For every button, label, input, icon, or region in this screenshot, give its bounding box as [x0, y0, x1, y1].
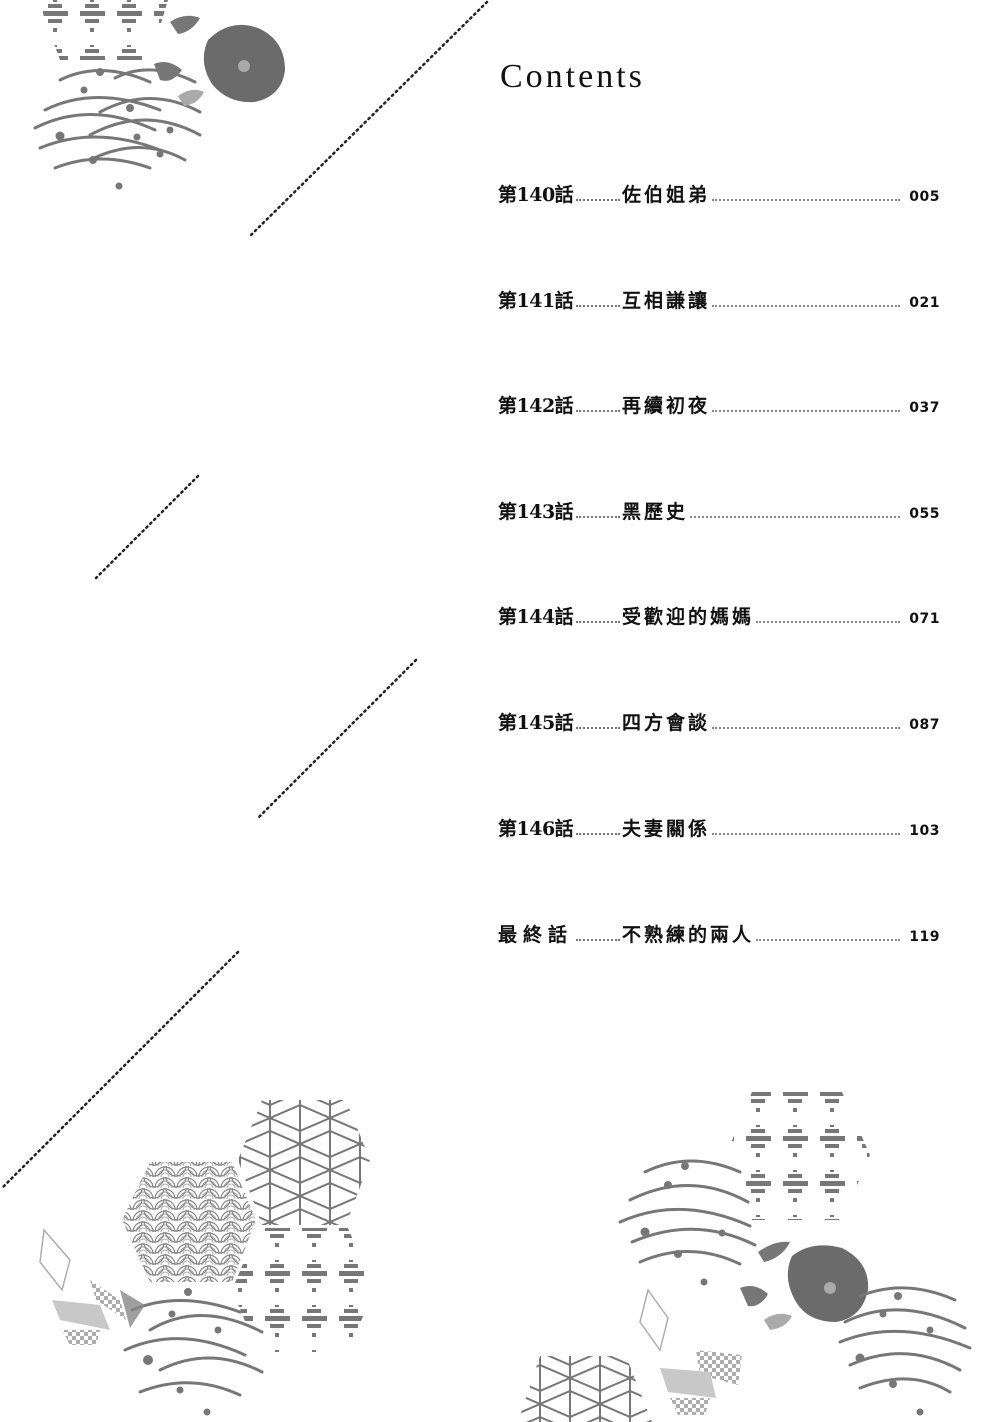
chapter-title: 再續初夜	[622, 395, 711, 417]
toc-entry: 第140話 佐伯姐弟 005	[498, 180, 940, 210]
chapter-number: 第145話	[498, 712, 574, 734]
dot-leader	[712, 726, 900, 729]
chapter-title: 不熟練的兩人	[622, 924, 755, 946]
dot-leader	[576, 515, 620, 518]
dot-leader	[576, 938, 620, 941]
striped-diamond-hexagon-icon	[38, 0, 168, 60]
dot-leader	[576, 620, 620, 623]
toc-entry: 第146話 夫妻關係 103	[498, 814, 940, 844]
dot-leader	[576, 832, 620, 835]
toc-entry: 最終話 不熟練的兩人 119	[498, 920, 940, 950]
seigaiha-wave-icon	[33, 68, 202, 170]
chapter-number: 第146話	[498, 818, 574, 840]
dot-leader	[576, 304, 620, 307]
patchwork-diamond-icon	[39, 1228, 145, 1345]
toc-entry: 第143話 黑歷史 055	[498, 497, 940, 527]
toc-entry: 第141話 互相謙讓 021	[498, 286, 940, 316]
dot-leader	[576, 726, 620, 729]
chapter-title: 受歡迎的媽媽	[622, 606, 755, 628]
chapter-number: 第143話	[498, 501, 574, 523]
page-number: 119	[909, 929, 940, 945]
dot-leader	[576, 409, 620, 412]
chapter-title: 夫妻關係	[622, 818, 711, 840]
dot-leader	[576, 198, 620, 201]
striped-diamond-hexagon-icon	[726, 1092, 870, 1220]
chapter-title: 黑歷史	[622, 501, 689, 523]
toc-entry: 第142話 再續初夜 037	[498, 391, 940, 421]
dot-leader	[712, 198, 900, 201]
chapter-title: 互相謙讓	[622, 290, 711, 312]
chapter-number: 第142話	[498, 395, 574, 417]
dot-leader	[756, 938, 900, 941]
chapter-number: 第141話	[498, 290, 574, 312]
dot-leader	[690, 515, 900, 518]
chapter-number: 最終話	[498, 924, 574, 946]
page-number: 071	[909, 611, 940, 627]
page-number: 021	[909, 295, 940, 311]
page-number: 087	[909, 717, 940, 733]
seigaiha-hexagon-icon	[122, 1162, 256, 1282]
plum-blossom-icon	[154, 15, 285, 106]
dot-leader	[712, 409, 900, 412]
dot-leader	[712, 832, 900, 835]
toc-entry: 第144話 受歡迎的媽媽 071	[498, 602, 940, 632]
page-number: 037	[909, 400, 940, 416]
asanoha-hexagon-icon	[518, 1356, 652, 1422]
toc-entry: 第145話 四方會談 087	[498, 708, 940, 738]
page-number: 005	[909, 189, 940, 205]
page-title: Contents	[500, 58, 645, 95]
asanoha-hexagon-icon	[238, 1100, 370, 1225]
page-number: 103	[909, 823, 940, 839]
dot-leader	[756, 620, 900, 623]
plum-blossom-icon	[740, 1241, 869, 1330]
chapter-number: 第140話	[498, 184, 574, 206]
chapter-title: 四方會談	[622, 712, 711, 734]
page-number: 055	[909, 506, 940, 522]
striped-diamond-hexagon-icon	[232, 1228, 374, 1352]
dot-leader	[712, 304, 900, 307]
patchwork-diamond-icon	[639, 1288, 742, 1415]
chapter-title: 佐伯姐弟	[622, 184, 711, 206]
chapter-number: 第144話	[498, 606, 574, 628]
